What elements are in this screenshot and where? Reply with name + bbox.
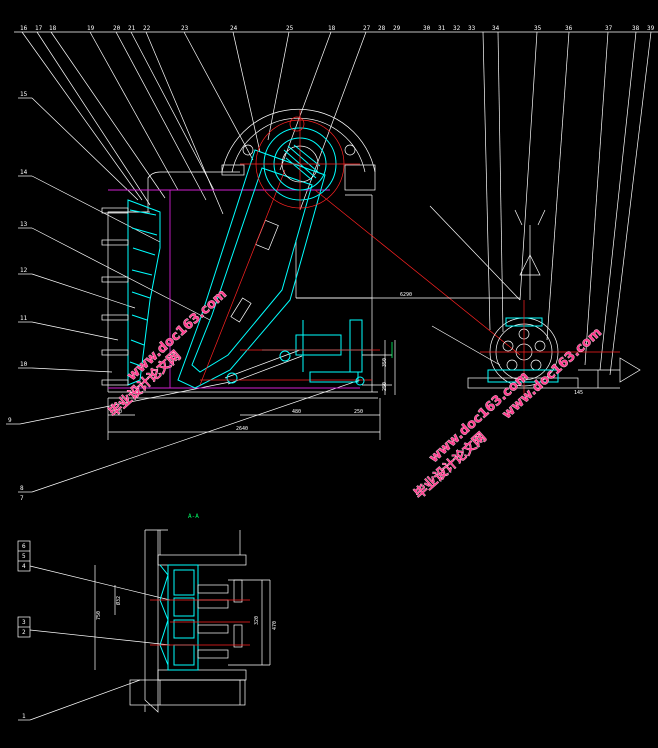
- callout-19: 19: [87, 25, 95, 32]
- callout-13: 13: [20, 221, 28, 228]
- section-bolts: [197, 579, 271, 666]
- section-aa-view: A-A 6 5 4 3 2 1: [17, 513, 278, 721]
- watermark-2-url: www.doc163.com: [426, 369, 531, 466]
- callout-8: 8: [20, 485, 24, 492]
- dim-center-distance: 6290: [400, 292, 412, 298]
- callout-10: 10: [20, 361, 28, 368]
- frame-magenta-lines: [108, 189, 360, 389]
- top-callout-numbers: 16 17 18 19 20 21 22 23 24 25 18 27 28 2…: [14, 25, 658, 33]
- main-dimensions: [107, 297, 520, 440]
- callout-17: 17: [35, 25, 43, 32]
- callout-4: 4: [22, 563, 26, 570]
- section-dim-lines: [94, 565, 116, 670]
- watermark-2: 毕业设计论文网 www.doc163.com: [411, 369, 532, 503]
- callout-35: 35: [534, 25, 542, 32]
- callout-34: 34: [492, 25, 500, 32]
- right-side-view: 145: [429, 205, 641, 396]
- dim-sec-right2: 470: [272, 621, 278, 630]
- dim-flywheel-base: 145: [574, 390, 583, 396]
- section-label: A-A: [188, 513, 199, 520]
- callout-15: 15: [20, 91, 28, 98]
- callout-33: 33: [468, 25, 476, 32]
- callout-39: 39: [647, 25, 655, 32]
- callout-2: 2: [22, 629, 26, 636]
- dim-right-v1: 350: [382, 358, 388, 367]
- watermark-1-url: www.doc163.com: [124, 287, 229, 384]
- callout-12: 12: [20, 267, 28, 274]
- callout-18: 18: [49, 25, 57, 32]
- callout-21: 21: [128, 25, 136, 32]
- callout-36: 36: [565, 25, 573, 32]
- callout-5: 5: [22, 553, 26, 560]
- frame-ribs: [101, 207, 129, 386]
- callout-24: 24: [230, 25, 238, 32]
- callout-31: 31: [438, 25, 446, 32]
- callout-25: 25: [286, 25, 294, 32]
- callout-37: 37: [605, 25, 613, 32]
- dim-bottom-right: 250: [354, 409, 363, 415]
- dim-small-left: 120: [113, 409, 122, 415]
- dim-sec-left: Ø32: [115, 596, 122, 605]
- section-jaw-block: [159, 564, 199, 671]
- section-body: [129, 529, 247, 713]
- left-callout-numbers: 15 14 13 12 11 10 9 8 7: [6, 91, 361, 502]
- callout-14: 14: [20, 169, 28, 176]
- callout-32: 32: [453, 25, 461, 32]
- callout-6: 6: [22, 543, 26, 550]
- callout-18b: 18: [328, 25, 336, 32]
- callout-16: 16: [20, 25, 28, 32]
- section-centerlines: [150, 599, 250, 646]
- callout-20: 20: [113, 25, 121, 32]
- dim-bottom-mid: 480: [292, 409, 301, 415]
- callout-22: 22: [143, 25, 151, 32]
- callout-7: 7: [20, 495, 24, 502]
- swing-jaw: [177, 149, 326, 389]
- dim-overall-width: 2640: [236, 426, 248, 432]
- dim-right-v2: 250: [382, 382, 388, 391]
- callout-29: 29: [393, 25, 401, 32]
- callout-9: 9: [8, 417, 12, 424]
- callout-28: 28: [378, 25, 386, 32]
- top-leader-lines: [21, 31, 652, 376]
- eccentric-shaft-flywheel: [221, 108, 376, 210]
- dim-sec-right1: 320: [254, 616, 260, 625]
- main-side-view: 2640 6290 120 480 250 350 250: [101, 108, 521, 440]
- callout-3: 3: [22, 619, 26, 626]
- toggle-mechanism: [200, 319, 393, 386]
- callout-23: 23: [181, 25, 189, 32]
- callout-38: 38: [632, 25, 640, 32]
- callout-11: 11: [20, 315, 28, 322]
- watermark-1: 毕业设计论文网 www.doc163.com: [105, 286, 230, 420]
- callout-27: 27: [363, 25, 371, 32]
- callout-30: 30: [423, 25, 431, 32]
- callout-1: 1: [22, 713, 26, 720]
- center-line-to-side-view: [314, 189, 521, 356]
- dim-sec-mid: 750: [96, 611, 102, 620]
- section-callouts: 6 5 4 3 2 1: [17, 540, 171, 721]
